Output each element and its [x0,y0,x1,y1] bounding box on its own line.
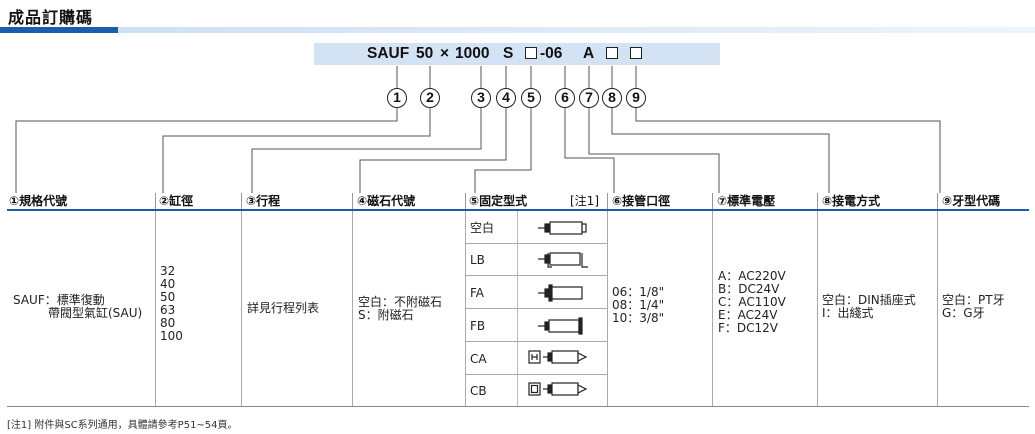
column-divider [817,211,818,407]
column-divider [607,211,608,407]
magnet-line2: S：附磁石 [358,308,414,322]
code-slot-mounting [525,47,537,59]
header-wiring: ⑧接電方式 [822,194,881,208]
mounting-code: FB [470,319,486,333]
code-prefix: SAUF [367,45,410,62]
stroke-text: 詳見行程列表 [247,301,320,315]
spec-code-line2: 帶閥型氣缸(SAU) [48,306,143,320]
column-divider [712,211,713,407]
row-divider [465,243,607,244]
header-divider [465,193,466,210]
spec-code-line1: SAUF：標準復動 [13,293,105,307]
row-divider [465,374,607,375]
column-divider [241,211,242,407]
pipe-size: 10：3/8" [612,311,665,325]
header-divider [712,193,713,210]
table-bottom-border [7,406,1029,407]
code-voltage: A [583,45,595,62]
voltage-option: E：AC24V [718,308,778,322]
column-divider [352,211,353,407]
code-fixed: S [503,45,514,62]
code-slot-thread [630,47,642,59]
leader-lines [15,66,941,193]
cylinder-foot-mount-icon [538,252,588,268]
position-number-1: 1 [387,88,407,108]
voltage-option: F：DC12V [718,321,779,335]
header-divider [817,193,818,210]
column-divider [155,211,156,407]
header-spec-code: ①規格代號 [9,194,68,208]
page-title: 成品訂購碼 [8,8,94,27]
position-number-3: 3 [471,88,491,108]
header-thread: ⑨牙型代碼 [942,194,1001,208]
header-divider [937,193,938,210]
row-divider [465,308,607,309]
bore-value: 100 [160,329,183,343]
wiring-line1: 空白：DIN插座式 [822,293,916,307]
header-bore: ②缸徑 [159,194,194,208]
header-divider [155,193,156,210]
position-number-2: 2 [420,88,440,108]
header-underline [7,209,1029,211]
cylinder-rear-flange-icon [538,317,583,335]
code-times: × [440,45,450,62]
header-mounting: ⑤固定型式 [469,194,528,208]
position-number-4: 4 [496,88,516,108]
magnet-line1: 空白：不附磁石 [358,295,443,309]
mounting-code: 空白 [470,221,495,235]
code-stroke: 1000 [455,45,490,62]
row-divider [465,341,607,342]
header-voltage: ⑦標準電壓 [717,194,776,208]
position-number-9: 9 [626,88,646,108]
header-stroke: ③行程 [246,194,281,208]
title-underline [0,27,1035,33]
voltage-option: B：DC24V [718,282,780,296]
header-divider [241,193,242,210]
mounting-code: FA [470,286,485,300]
pipe-size: 06：1/8" [612,285,665,299]
bore-value: 63 [160,303,176,317]
cylinder-basic-icon [538,221,587,235]
order-code-box [314,43,720,65]
thread-line1: 空白：PT牙 [942,293,1005,307]
position-number-6: 6 [555,88,575,108]
code-bore: 50 [416,45,434,62]
bore-value: 50 [160,290,176,304]
cylinder-single-clevis-icon [528,350,588,364]
code-pipe: -06 [540,45,563,62]
thread-line2: G：G牙 [942,306,985,320]
header-divider [607,193,608,210]
mounting-code: CB [470,384,487,398]
pipe-size: 08：1/4" [612,298,665,312]
column-divider [517,211,518,407]
bore-value: 80 [160,316,176,330]
mounting-code: CA [470,352,487,366]
cylinder-front-flange-icon [538,284,583,302]
column-divider [937,211,938,407]
footnote: [注1] 附件與SC系列通用，具體請參考P51~54頁。 [7,420,238,431]
header-magnet: ④磁石代號 [357,194,416,208]
position-number-7: 7 [579,88,599,108]
column-divider [465,211,466,407]
row-divider [465,275,607,276]
position-number-5: 5 [521,88,541,108]
header-pipe: ⑥接管口徑 [612,194,671,208]
mounting-code: LB [470,253,485,267]
code-slot-wiring [606,47,618,59]
voltage-option: A：AC220V [718,269,786,283]
header-divider [352,193,353,210]
bore-value: 32 [160,264,176,278]
bore-value: 40 [160,277,176,291]
voltage-option: C：AC110V [718,295,786,309]
wiring-line2: I：出綫式 [822,306,874,320]
position-number-8: 8 [602,88,622,108]
header-note-ref: [注1] [570,194,599,208]
cylinder-double-clevis-icon [528,382,588,396]
